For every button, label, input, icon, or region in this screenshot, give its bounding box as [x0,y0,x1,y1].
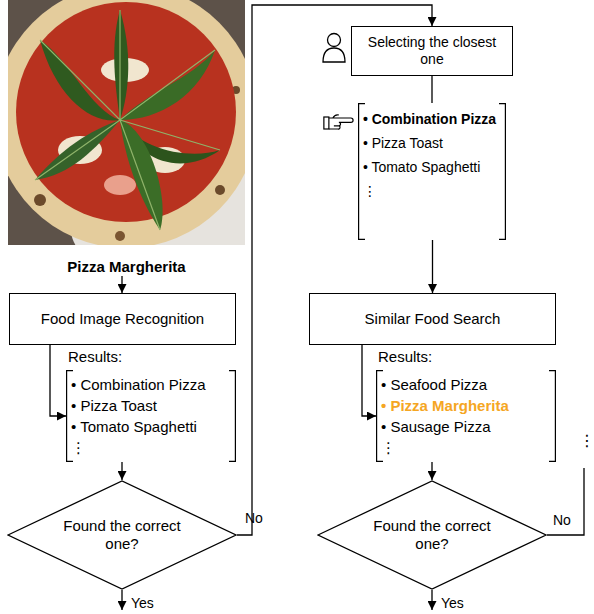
result-list: • Combination Pizza• Pizza Toast• Tomato… [358,103,506,240]
flow-arrow [237,5,432,535]
person-icon [323,34,345,63]
result-list: Results: • Seafood Pizza• Pizza Margherit… [376,348,556,462]
list-item: • Combination Pizza [71,374,226,395]
process-label: Similar Food Search [365,310,501,328]
flow-arrow [431,462,432,480]
list-item: • Pizza Margherita [381,395,546,416]
char-spot [34,194,46,206]
diamond-shape [8,481,236,589]
list-item: • Combination Pizza [363,107,496,131]
list-item: • Seafood Pizza [381,374,546,395]
list-item: • Tomato Spaghetti [363,155,496,179]
decision-diamond: Found the correct one? [317,480,547,590]
result-list: Results: • Combination Pizza• Pizza Toast… [66,348,236,462]
bracket-list: • Combination Pizza• Pizza Toast• Tomato… [66,370,236,462]
pointing-hand-icon [324,115,353,129]
person-head [328,34,341,47]
diamond-shape [318,481,546,589]
person-body [323,48,345,62]
process-box: Selecting the closest one [351,26,513,76]
photo-node: Pizza Margherita [8,0,245,276]
bracket-path [358,104,505,240]
flow-arrow [362,345,376,416]
list-item: ⋮ [71,437,226,458]
photo-group [8,0,245,245]
ham-slice [104,175,136,195]
char-spot [215,185,225,195]
flow-arrow [431,76,432,103]
list-item: • Tomato Spaghetti [71,416,226,437]
process-box: Food Image Recognition [9,293,236,345]
process-label: Selecting the closest one [362,34,502,68]
process-box: Similar Food Search [309,293,556,345]
flow-arrow [432,240,433,293]
list-item: • Pizza Toast [363,131,496,155]
bracket-path [377,371,556,462]
arugula-leaf [114,10,128,120]
flow-arrow [50,345,66,416]
list-item: • Sausage Pizza [381,416,546,437]
hand-cuff [324,117,329,129]
pizza-sauce [16,2,236,222]
list-item: • Pizza Toast [71,395,226,416]
leaf-stems [35,10,220,230]
pizza-crust [8,0,245,245]
bracket-list: • Seafood Pizza• Pizza Margherita• Sausa… [376,370,556,462]
list-item: ⋮ [381,437,546,458]
branch-label: Yes [131,595,154,611]
decision-diamond: Found the correct one? [7,480,237,590]
branch-label: Yes [441,595,464,611]
bracket-list: • Combination Pizza• Pizza Toast• Tomato… [358,103,506,240]
flow-arrow [121,276,122,293]
list-item: ⋮ [363,179,496,203]
bracket-path [67,371,236,462]
decision-label: Found the correct one? [370,517,495,553]
decision-label: Found the correct one? [60,517,185,553]
ellipsis-mark: ⋮ [579,432,594,450]
branch-label: No [553,512,571,528]
hand-outline [329,115,353,129]
yes-arrow [431,590,432,610]
no-branch-line [547,468,584,535]
yes-arrow [121,590,122,610]
edge-label: No [245,510,263,526]
results-heading: Results: [376,348,556,366]
process-label: Food Image Recognition [41,310,204,328]
photo-caption: Pizza Margherita [67,258,185,276]
flow-arrow [121,462,122,480]
results-heading: Results: [66,348,236,366]
char-spot [115,231,125,241]
